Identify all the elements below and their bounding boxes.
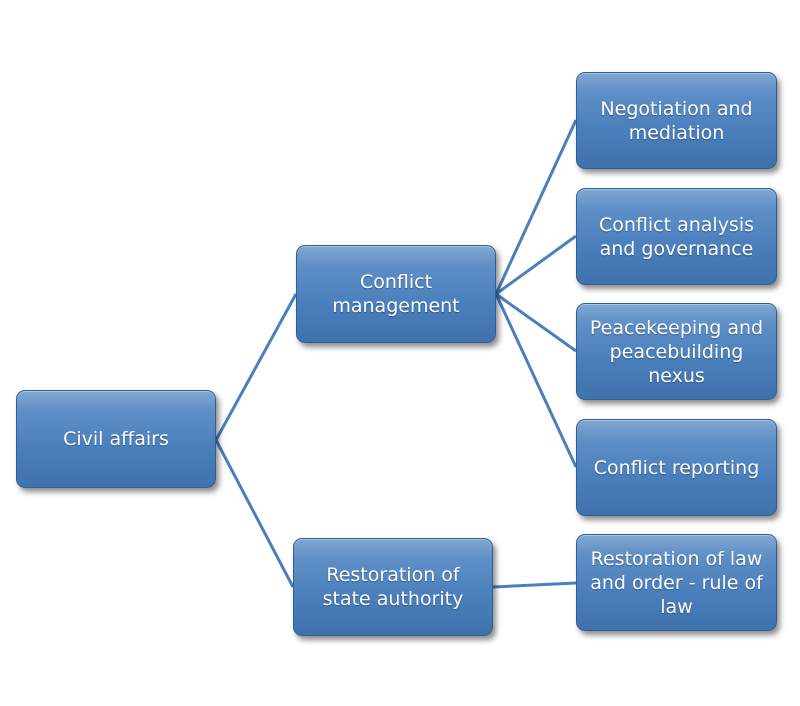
connector-conflict-to-analysis [495,234,577,296]
connector-conflict-to-negotiation [494,119,578,295]
node-restoration-of-state-authority: Restoration of state authority [293,538,493,636]
connector-civil-to-restoration [214,439,295,588]
node-negotiation-and-mediation: Negotiation and mediation [576,72,777,169]
node-conflict-management: Conflict management [296,245,496,343]
connector-civil-to-conflict [214,293,298,441]
connector-conflict-to-reporting [494,293,578,468]
node-peacekeeping-and-peacebuilding-nexus: Peacekeeping and peacebuilding nexus [576,303,777,400]
connector-restoration-to-law [492,581,577,589]
node-conflict-analysis-and-governance: Conflict analysis and governance [576,188,777,285]
node-conflict-reporting: Conflict reporting [576,419,777,516]
node-restoration-of-law-and-order: Restoration of law and order - rule of l… [576,534,777,631]
connector-conflict-to-peacekeeping [495,292,577,353]
node-civil-affairs: Civil affairs [16,390,216,488]
